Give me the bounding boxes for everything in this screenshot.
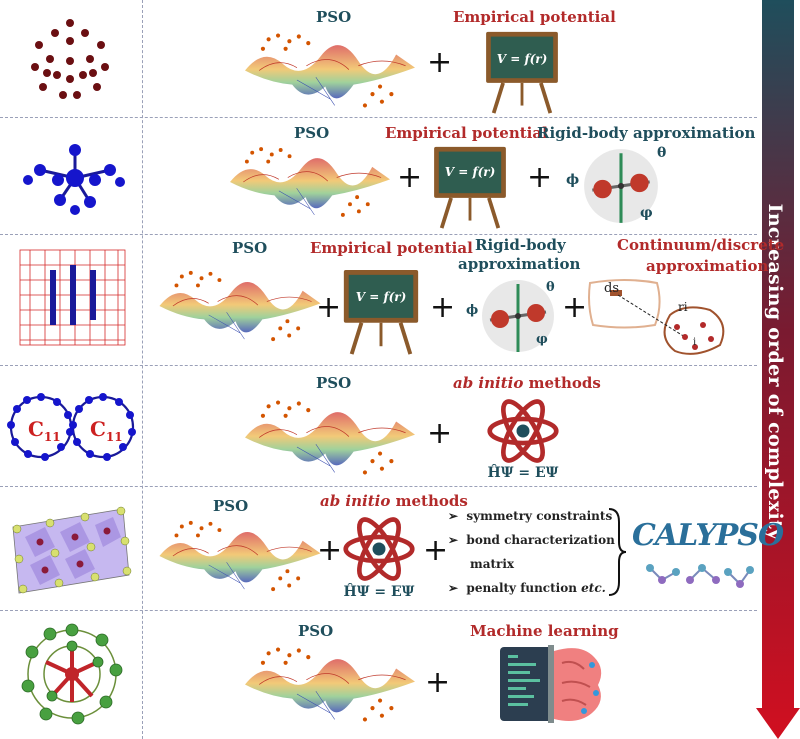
complexity-arrow xyxy=(756,0,800,739)
pso-label: PSO xyxy=(298,622,334,640)
pso-surface-image xyxy=(240,642,420,727)
c11-rings-structure xyxy=(7,393,136,461)
arrow-label: Increasing order of complexity xyxy=(764,203,786,541)
empirical-potential-label: Empirical potential xyxy=(453,8,616,26)
empirical-potential-label: Empirical potential xyxy=(385,124,548,142)
continuum-label-line2: approximation xyxy=(646,257,769,275)
ds-label: ds xyxy=(604,281,619,296)
varphi-label: φ xyxy=(536,332,548,347)
row-5 xyxy=(0,486,757,611)
ri-label: ri xyxy=(678,300,688,314)
rigid-body-label: Rigid-body approximation xyxy=(537,124,756,142)
pso-label: PSO xyxy=(316,374,352,392)
formula-text: V = f(r) xyxy=(496,52,548,66)
theta-label: θ xyxy=(657,145,667,161)
chalkboard-image xyxy=(482,30,562,115)
list-item: ➢ symmetry constraints xyxy=(448,509,613,523)
plus-sign: + xyxy=(427,45,453,80)
plus-sign: + xyxy=(430,290,456,325)
chalkboard-image xyxy=(430,145,510,230)
green-cluster-structure xyxy=(21,623,123,725)
i-label: i xyxy=(693,337,697,348)
nanotube-structure xyxy=(19,249,126,346)
rigid-body-label-line2: approximation xyxy=(458,255,581,273)
machine-learning-brain-icon xyxy=(500,645,602,723)
plus-sign: + xyxy=(397,160,423,195)
row-4 xyxy=(0,365,757,487)
plus-sign: + xyxy=(427,416,453,451)
machine-learning-label: Machine learning xyxy=(470,622,619,640)
empirical-potential-label: Empirical potential xyxy=(310,239,473,257)
varphi-label: φ xyxy=(640,205,653,221)
formula-text: V = f(r) xyxy=(444,165,496,179)
plus-sign: + xyxy=(527,160,553,195)
chalkboard-image xyxy=(340,268,422,356)
atom-icon xyxy=(342,512,416,586)
row-1 xyxy=(0,0,757,118)
calypso-logo-molecules xyxy=(646,564,754,588)
pso-surface-image xyxy=(225,142,395,222)
plus-sign: + xyxy=(423,533,449,568)
atom-icon xyxy=(486,394,560,468)
ab-initio-label: ab initio methods xyxy=(320,492,468,510)
column-divider xyxy=(142,0,143,739)
rigid-body-label-line1: Rigid-body xyxy=(475,236,566,254)
curly-brace xyxy=(608,508,627,596)
row-2 xyxy=(0,117,757,235)
continuum-label-line1: Continuum/discrete xyxy=(617,236,785,254)
blue-molecule-structure xyxy=(23,144,125,215)
pentagon-cluster-structure xyxy=(31,19,109,99)
plus-sign: + xyxy=(425,665,451,700)
row-3 xyxy=(0,234,757,366)
list-item: matrix xyxy=(470,557,515,571)
formula-text: V = f(r) xyxy=(355,290,407,304)
list-item: ➢ bond characterization xyxy=(448,533,615,547)
c11-label-right: C11 xyxy=(90,417,123,444)
c11-label-left: C11 xyxy=(28,417,61,444)
continuum-discrete-image xyxy=(588,279,725,355)
schrodinger-equation: ĤΨ = EΨ xyxy=(487,465,559,481)
pso-label: PSO xyxy=(294,124,330,142)
pso-surface-image xyxy=(155,515,325,597)
crystal-lattice-structure xyxy=(12,506,132,594)
schrodinger-equation: ĤΨ = EΨ xyxy=(343,584,415,600)
list-item: ➢ penalty function etc. xyxy=(448,581,606,595)
calypso-features-list: ➢ symmetry constraints ➢ bond characteri… xyxy=(448,504,615,600)
plus-sign: + xyxy=(317,533,343,568)
phi-label: ϕ xyxy=(566,172,580,188)
pso-label: PSO xyxy=(213,497,249,515)
pso-surface-image xyxy=(155,265,325,347)
calypso-logo: CALYPSO xyxy=(632,518,784,553)
plus-sign: + xyxy=(562,290,588,325)
pso-label: PSO xyxy=(232,239,268,257)
theta-label: θ xyxy=(546,280,555,295)
pso-label: PSO xyxy=(316,8,352,26)
pso-surface-image xyxy=(240,28,420,113)
ab-initio-label: ab initio methods xyxy=(453,374,601,392)
phi-label: ϕ xyxy=(466,303,479,318)
plus-sign: + xyxy=(316,290,342,325)
pso-surface-image xyxy=(240,395,420,480)
